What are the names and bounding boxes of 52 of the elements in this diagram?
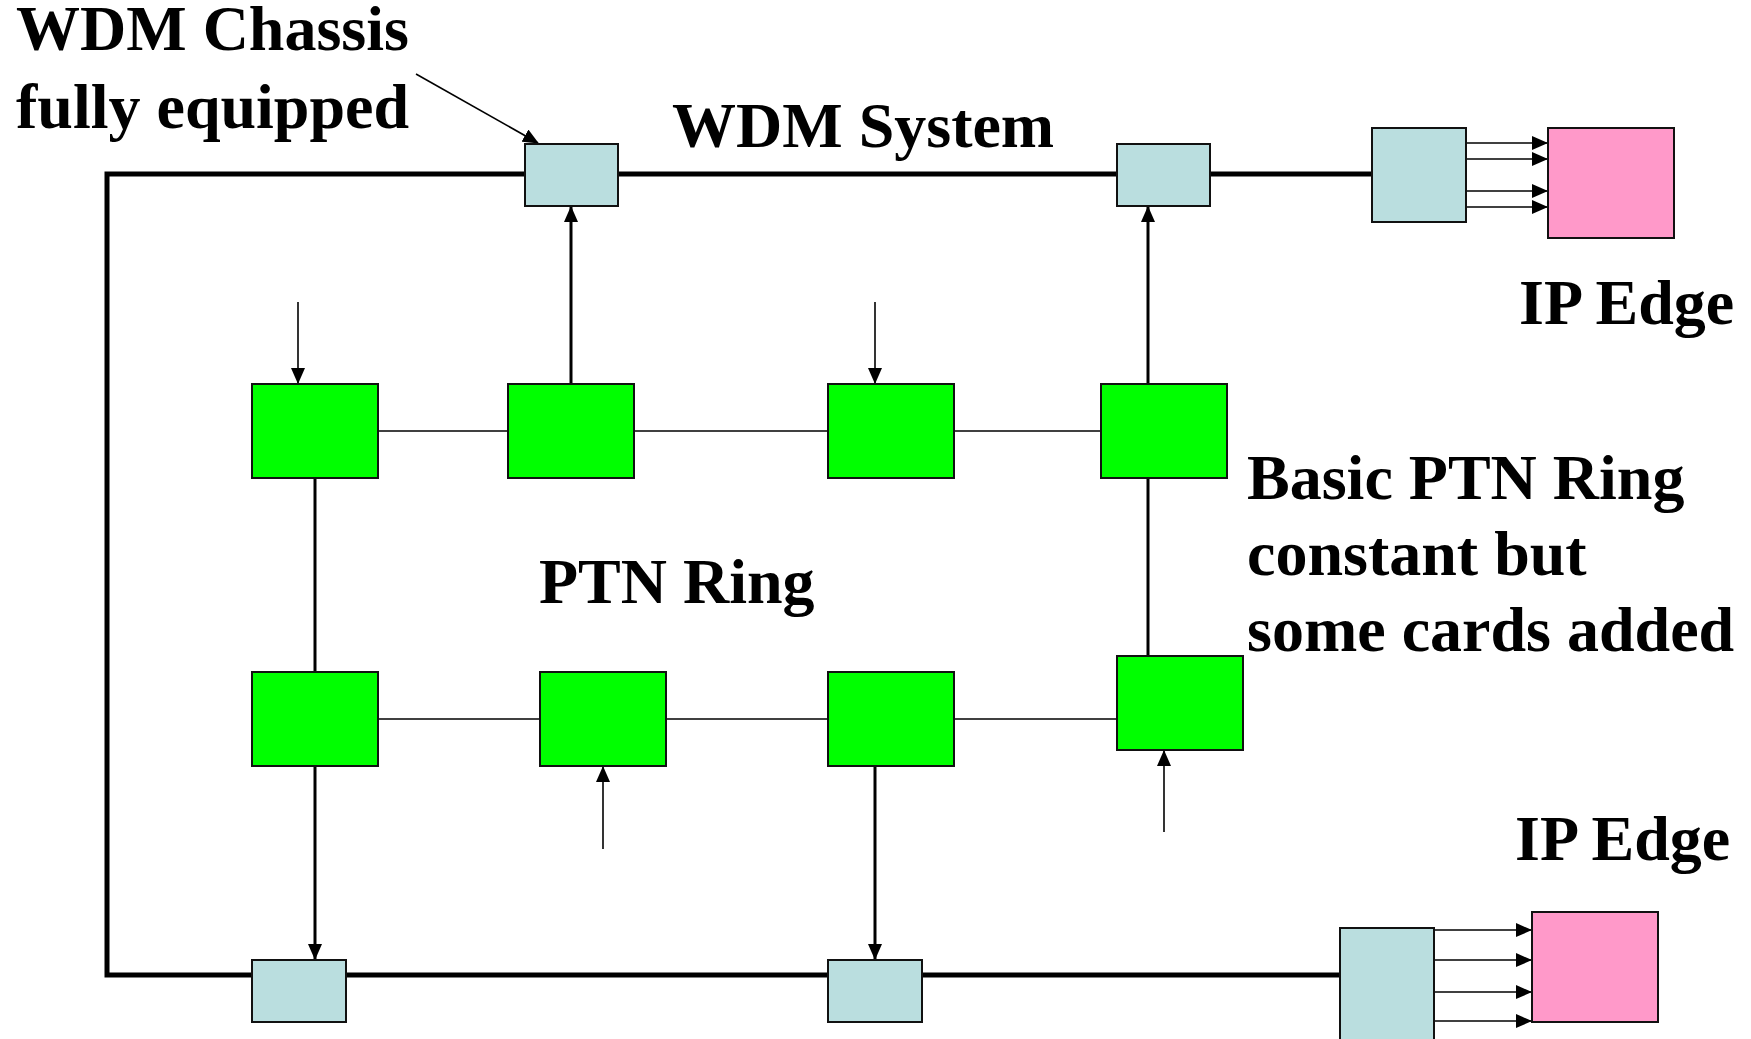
ring-link	[954, 718, 1117, 720]
ring-link	[1146, 479, 1150, 655]
arrow	[596, 766, 610, 850]
ptn-node-box	[539, 671, 667, 767]
ring-link	[313, 479, 317, 671]
arrow	[1466, 200, 1548, 214]
arrow	[868, 767, 882, 960]
diagram-label: PTN Ring	[539, 545, 815, 619]
arrow	[1466, 184, 1548, 198]
callout-text: WDM Chassis fully equipped	[16, 0, 416, 146]
wdm-chassis-box	[1371, 127, 1467, 223]
arrow	[1434, 953, 1532, 967]
arrow	[1434, 1014, 1532, 1028]
arrow	[1157, 750, 1171, 833]
ring-link	[378, 718, 540, 720]
arrow	[291, 301, 305, 384]
ring-link	[378, 430, 508, 432]
leader-line	[415, 73, 539, 144]
ptn-node-box	[251, 383, 379, 479]
arrow	[1466, 136, 1548, 150]
wdm-chassis-box	[827, 959, 923, 1023]
wdm-chassis-box	[1116, 143, 1211, 207]
wdm-line	[923, 972, 1339, 978]
ip-edge-router-box	[1531, 911, 1659, 1023]
ptn-node-box	[507, 383, 635, 479]
wdm-chassis-box	[1339, 927, 1435, 1039]
node-caption: IP Edge	[1519, 266, 1735, 340]
arrow	[564, 206, 578, 383]
diagram-label: Basic PTN Ring constant but some cards added	[1247, 441, 1736, 667]
wdm-chassis-box	[524, 143, 619, 207]
wdm-line	[1211, 171, 1371, 177]
wdm-line	[619, 171, 1116, 177]
ip-edge-router-box	[1547, 127, 1675, 239]
ptn-node-box	[1116, 655, 1244, 751]
ptn-node-box	[1100, 383, 1228, 479]
wdm-chassis-box	[251, 959, 347, 1023]
ptn-node-box	[827, 671, 955, 767]
wdm-line	[104, 171, 524, 978]
ring-link	[954, 430, 1101, 432]
arrow	[1466, 152, 1548, 166]
diagram-label: WDM System	[672, 89, 1055, 163]
ptn-node-box	[251, 671, 379, 767]
arrow	[308, 767, 322, 960]
arrow	[1434, 923, 1532, 937]
arrow	[1434, 985, 1532, 999]
arrow	[868, 301, 882, 384]
wdm-line	[347, 972, 827, 978]
arrow	[1141, 206, 1155, 383]
ring-link	[666, 718, 828, 720]
node-caption: IP Edge	[1515, 802, 1731, 876]
ptn-node-box	[827, 383, 955, 479]
ring-link	[634, 430, 828, 432]
